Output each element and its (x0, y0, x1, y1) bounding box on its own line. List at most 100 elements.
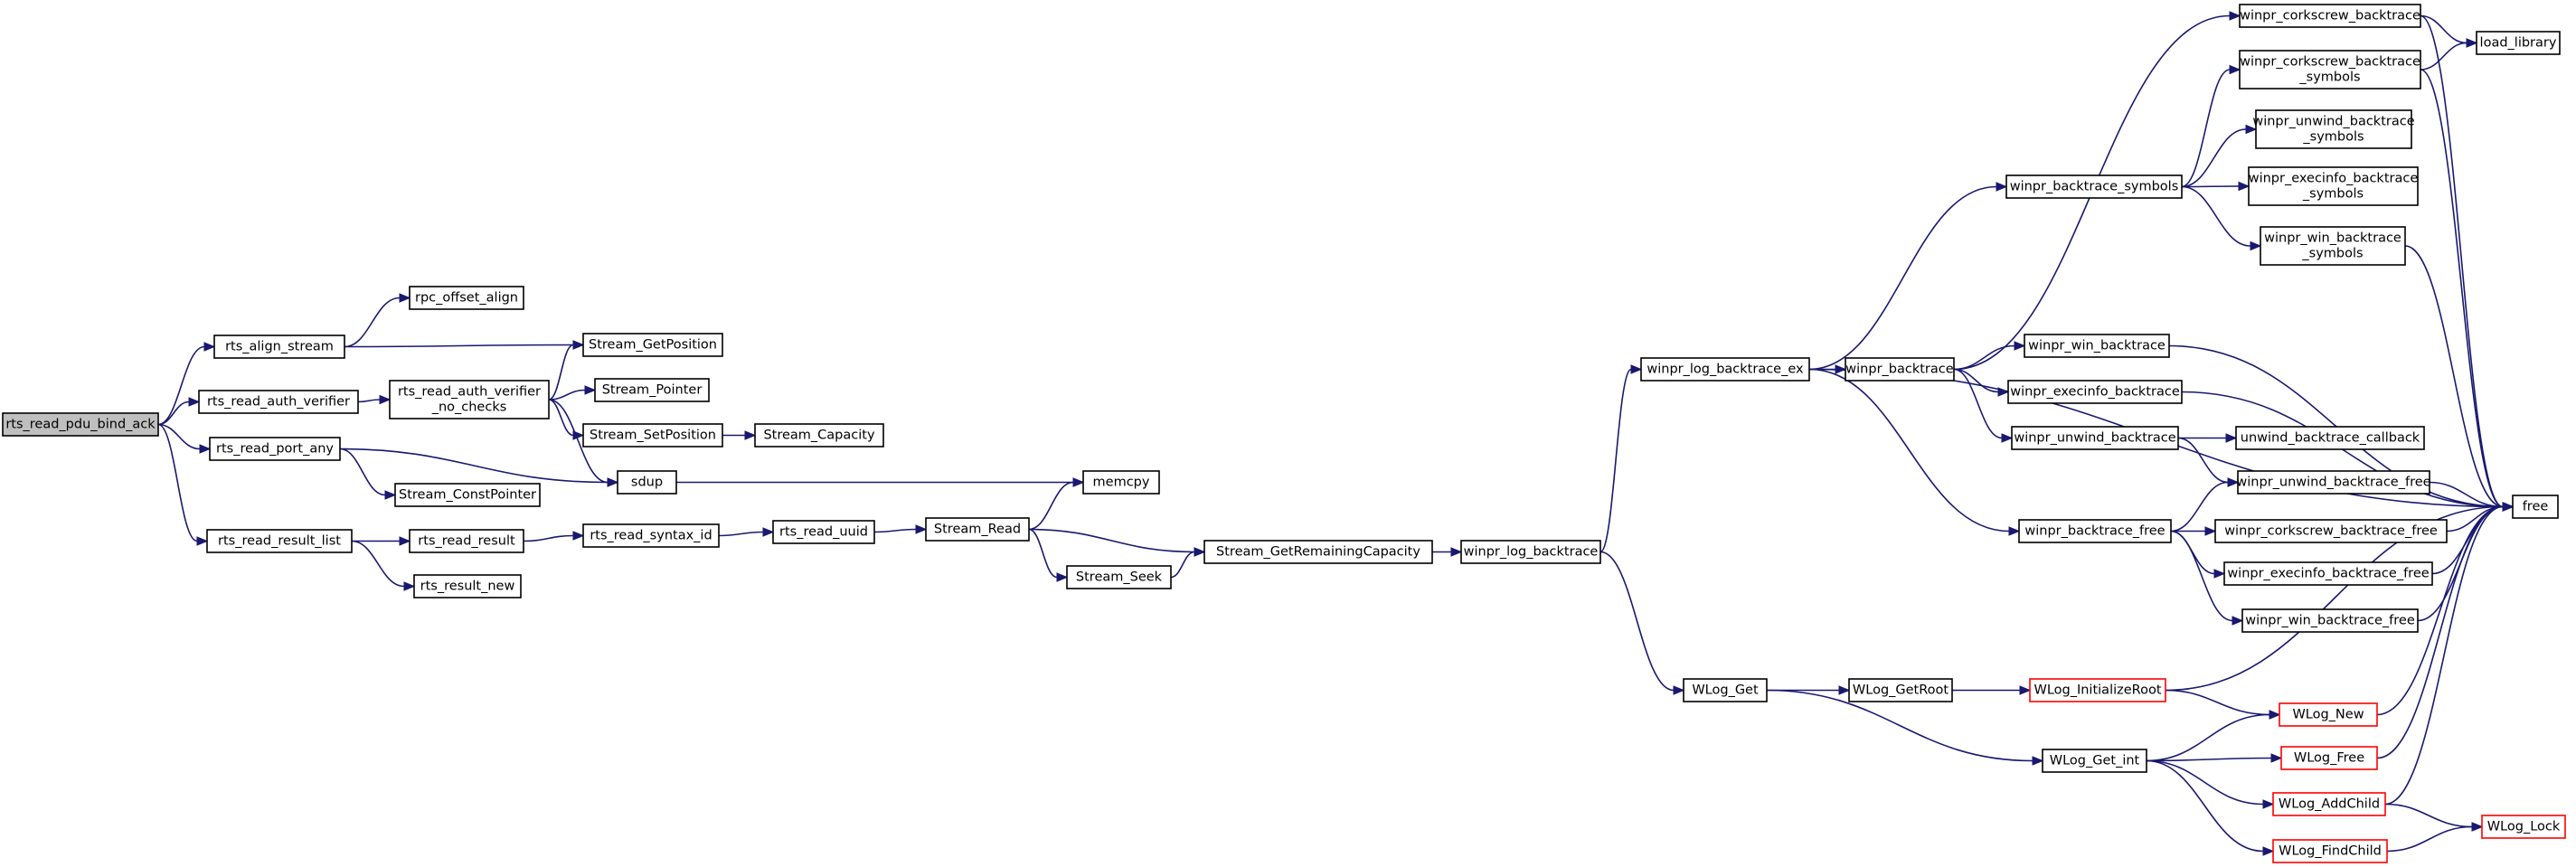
edge-arrowhead (2008, 526, 2021, 536)
node-winpr_win_backtrace_symbols[interactable]: winpr_win_backtrace_symbols (2260, 226, 2406, 266)
node-box (409, 286, 524, 310)
node-rts_read_auth_verifier_no_checks[interactable]: rts_read_auth_verifier_no_checks (389, 380, 550, 419)
edge-arrowhead (1630, 364, 1643, 374)
node-WLog_GetRoot[interactable]: WLog_GetRoot (1848, 678, 1953, 702)
node-box (582, 523, 720, 548)
node-WLog_New[interactable]: WLog_New (2279, 702, 2378, 727)
node-label: Stream_Seek (1076, 570, 1163, 585)
node-box (2255, 109, 2412, 149)
node-box (582, 333, 723, 357)
node-label: _symbols (2302, 130, 2364, 145)
node-label: unwind_backtrace_callback (2241, 431, 2420, 446)
node-label: rts_read_auth_verifier (398, 385, 541, 400)
node-winpr_execinfo_backtrace_free[interactable]: winpr_execinfo_backtrace_free (2223, 561, 2433, 586)
edge-rts_read_uuid-to-Stream_Read (873, 524, 928, 534)
node-winpr_win_backtrace[interactable]: winpr_win_backtrace (2024, 334, 2170, 358)
node-free[interactable]: free (2512, 495, 2559, 519)
node-box (754, 423, 884, 448)
edge-winpr_backtrace_free-to-winpr_unwind_backtrace_free (2170, 477, 2240, 532)
node-box (2280, 746, 2378, 770)
node-rts_read_result_list[interactable]: rts_read_result_list (206, 529, 353, 553)
node-box (2005, 174, 2183, 199)
node-box (2512, 495, 2559, 519)
node-label: memcpy (1093, 476, 1150, 490)
node-label: winpr_log_backtrace (1464, 545, 1599, 560)
node-winpr_corkscrew_backtrace[interactable]: winpr_corkscrew_backtrace (2239, 4, 2421, 28)
node-WLog_Free[interactable]: WLog_Free (2280, 746, 2378, 770)
edge-arrowhead (379, 394, 392, 405)
node-WLog_Lock[interactable]: WLog_Lock (2481, 815, 2566, 839)
node-rts_align_stream[interactable]: rts_align_stream (213, 335, 345, 359)
edge-line (2376, 505, 2504, 759)
edge-line (2420, 69, 2504, 508)
edge-winpr_backtrace-to-winpr_win_backtrace (1953, 341, 2026, 371)
node-Stream_Seek[interactable]: Stream_Seek (1066, 565, 1172, 589)
node-label: rts_read_result (418, 534, 515, 549)
edge-rts_read_auth_verifier-to-rts_read_auth_verifier_no_checks (357, 394, 392, 405)
node-box (413, 574, 522, 598)
node-load_library[interactable]: load_library (2476, 31, 2561, 55)
node-winpr_backtrace_free[interactable]: winpr_backtrace_free (2018, 519, 2172, 543)
node-winpr_backtrace_symbols[interactable]: winpr_backtrace_symbols (2005, 174, 2183, 199)
edge-arrowhead (199, 444, 212, 454)
node-label: winpr_win_backtrace (2264, 231, 2401, 246)
node-Stream_Capacity[interactable]: Stream_Capacity (754, 423, 884, 448)
node-label: WLog_Free (2294, 751, 2364, 766)
edge-line (2181, 185, 2240, 188)
node-WLog_FindChild[interactable]: WLog_FindChild (2272, 839, 2388, 863)
edge-rts_read_auth_verifier_no_checks-to-Stream_SetPosition (548, 399, 585, 440)
node-Stream_SetPosition[interactable]: Stream_SetPosition (582, 423, 723, 448)
edge-line (548, 389, 586, 401)
node-label: Stream_SetPosition (590, 429, 716, 443)
node-rts_read_auth_verifier[interactable]: rts_read_auth_verifier (198, 390, 359, 414)
edge-line (2146, 713, 2270, 762)
node-WLog_Get_int[interactable]: WLog_Get_int (2042, 749, 2147, 773)
node-winpr_log_backtrace[interactable]: winpr_log_backtrace (1460, 540, 1601, 564)
edge-arrowhead (2270, 753, 2283, 763)
node-label: free (2523, 500, 2549, 514)
node-Stream_ConstPointer[interactable]: Stream_ConstPointer (394, 483, 541, 507)
node-winpr_unwind_backtrace[interactable]: winpr_unwind_backtrace (2011, 426, 2179, 450)
edge-rts_read_result-to-rts_read_syntax_id (523, 531, 585, 542)
edge-arrowhead (2001, 433, 2014, 443)
node-unwind_backtrace_callback[interactable]: unwind_backtrace_callback (2235, 426, 2425, 450)
node-winpr_win_backtrace_free[interactable]: winpr_win_backtrace_free (2241, 608, 2419, 633)
node-winpr_unwind_backtrace_symbols[interactable]: winpr_unwind_backtrace_symbols (2252, 109, 2415, 149)
edge-arrowhead (2269, 710, 2281, 720)
node-Stream_Read[interactable]: Stream_Read (925, 517, 1030, 542)
node-Stream_GetRemainingCapacity[interactable]: Stream_GetRemainingCapacity (1203, 540, 1433, 564)
node-rts_read_result[interactable]: rts_read_result (409, 529, 524, 553)
node-WLog_InitializeRoot[interactable]: WLog_InitializeRoot (2029, 678, 2166, 702)
node-Stream_GetPosition[interactable]: Stream_GetPosition (582, 333, 723, 357)
node-rts_read_uuid[interactable]: rts_read_uuid (772, 520, 875, 544)
node-winpr_backtrace[interactable]: winpr_backtrace (1845, 357, 1955, 382)
node-rts_result_new[interactable]: rts_result_new (413, 574, 522, 598)
node-WLog_AddChild[interactable]: WLog_AddChild (2272, 792, 2386, 816)
node-winpr_unwind_backtrace_free[interactable]: winpr_unwind_backtrace_free (2236, 470, 2431, 495)
node-rpc_offset_align[interactable]: rpc_offset_align (409, 286, 524, 310)
edge-arrowhead (399, 536, 411, 546)
node-box (925, 517, 1030, 542)
node-memcpy[interactable]: memcpy (1082, 470, 1160, 495)
node-winpr_log_backtrace_ex[interactable]: winpr_log_backtrace_ex (1640, 357, 1810, 382)
node-sdup[interactable]: sdup (617, 470, 677, 495)
node-WLog_Get[interactable]: WLog_Get (1683, 678, 1768, 702)
node-box (2007, 380, 2183, 404)
edge-rts_read_pdu_bind_ack-to-rts_read_auth_verifier (157, 397, 201, 426)
edge-line (1766, 689, 2033, 762)
node-winpr_corkscrew_backtrace_symbols[interactable]: winpr_corkscrew_backtrace_symbols (2239, 50, 2421, 90)
edge-arrowhead (1056, 572, 1069, 582)
edge-line (548, 399, 609, 484)
node-box (2241, 608, 2419, 633)
node-box (1082, 470, 1160, 495)
node-winpr_corkscrew_backtrace_free[interactable]: winpr_corkscrew_backtrace_free (2214, 519, 2448, 543)
node-label: winpr_win_backtrace_free (2245, 614, 2415, 628)
node-rts_read_syntax_id[interactable]: rts_read_syntax_id (582, 523, 720, 548)
node-winpr_execinfo_backtrace[interactable]: winpr_execinfo_backtrace (2007, 380, 2183, 404)
edge-line (2170, 481, 2229, 532)
node-rts_read_port_any[interactable]: rts_read_port_any (209, 437, 341, 461)
edge-winpr_backtrace_symbols-to-winpr_execinfo_backtrace_symbols (2181, 181, 2250, 192)
node-label: rts_read_auth_verifier (207, 395, 350, 410)
node-Stream_Pointer[interactable]: Stream_Pointer (594, 378, 710, 402)
node-winpr_execinfo_backtrace_symbols[interactable]: winpr_execinfo_backtrace_symbols (2248, 166, 2419, 206)
